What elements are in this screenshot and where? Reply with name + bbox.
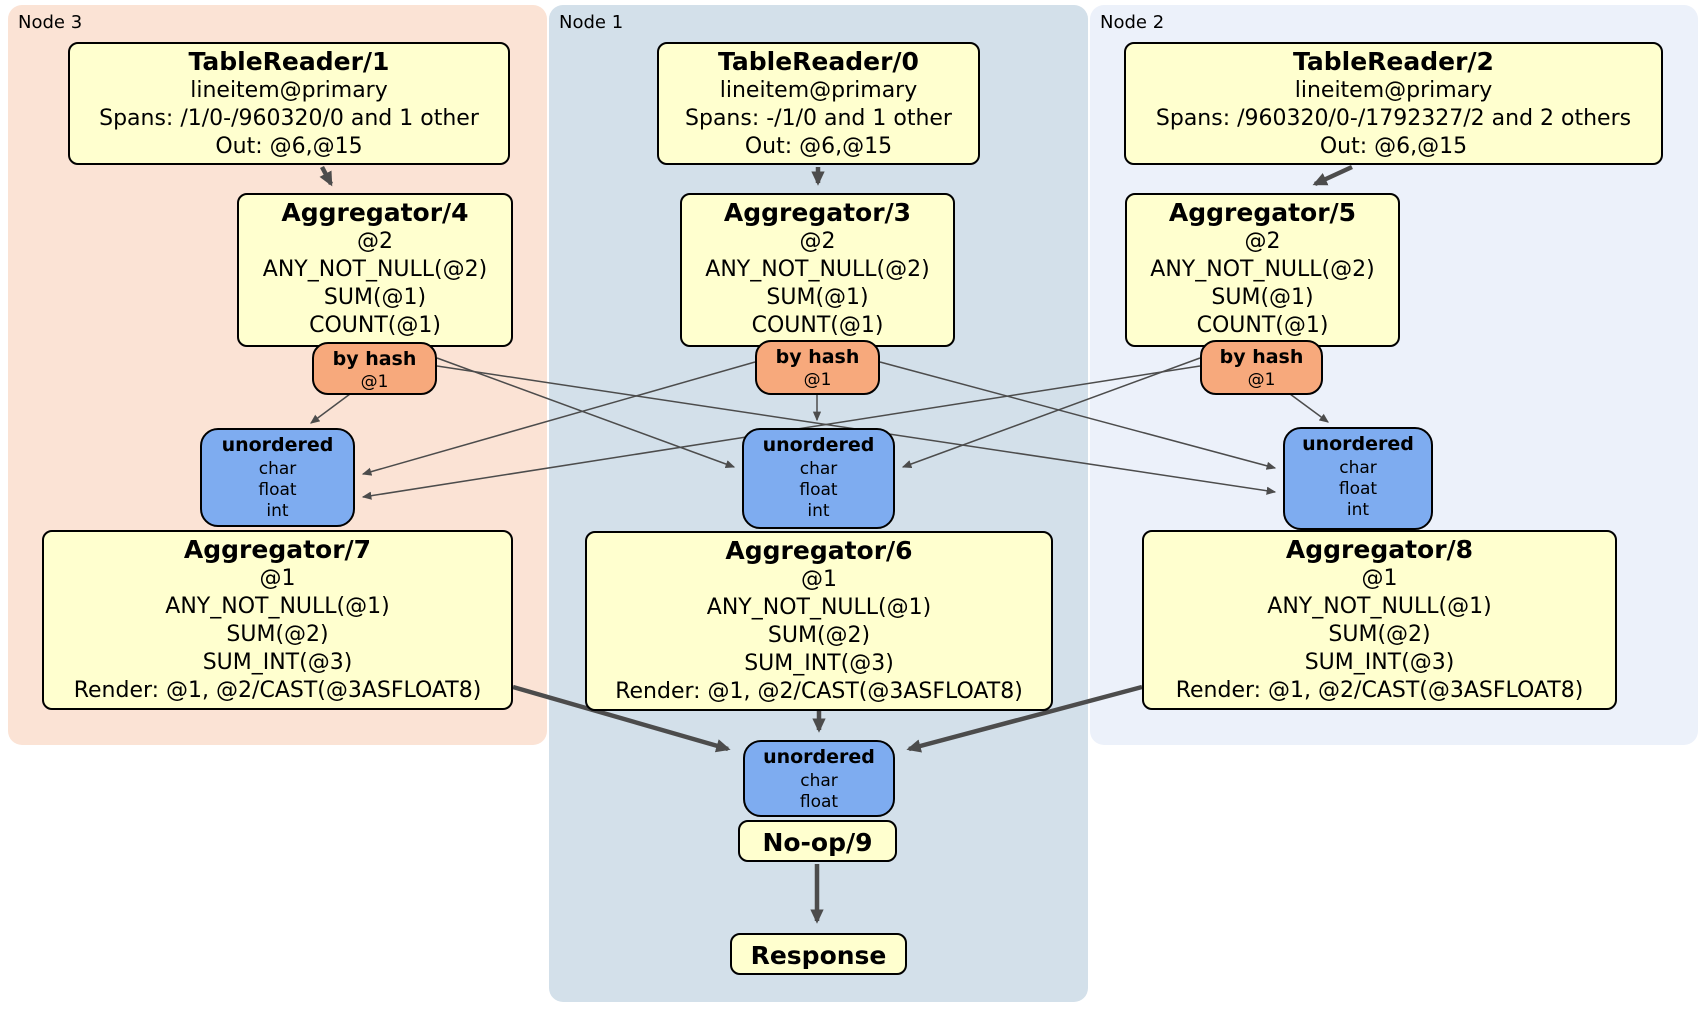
aggregator-6-box: Aggregator/6 @1 ANY_NOT_NULL(@1) SUM(@2)…	[585, 531, 1053, 711]
processor-title: Aggregator/6	[725, 536, 913, 565]
edge-byhash3-unordered1	[436, 357, 736, 468]
processor-title: Response	[750, 941, 887, 970]
sync-stream: char	[1339, 458, 1377, 478]
router-title: by hash	[1219, 346, 1304, 368]
processor-line: Render: @1, @2/CAST(@3ASFLOAT8)	[615, 679, 1023, 704]
byhash-router-node1: by hash @1	[755, 340, 880, 395]
sync-stream: char	[799, 459, 838, 479]
processor-line: @2	[357, 229, 393, 254]
processor-line: ANY_NOT_NULL(@1)	[165, 594, 390, 619]
sync-stream: float	[799, 792, 839, 812]
processor-line: ANY_NOT_NULL(@1)	[1267, 594, 1492, 619]
processor-line: lineitem@primary	[719, 78, 918, 103]
sync-stream: float	[799, 480, 838, 500]
processor-line: ANY_NOT_NULL(@2)	[262, 257, 488, 282]
sync-stream: float	[1338, 479, 1378, 499]
processor-line: Render: @1, @2/CAST(@3ASFLOAT8)	[73, 678, 482, 703]
unordered-sync-node3: unordered char float int	[200, 428, 355, 527]
edge-byhash2-unordered2	[1289, 393, 1329, 423]
edge-byhash3-unordered3	[310, 393, 351, 424]
unordered-sync-node1: unordered char float int	[742, 428, 895, 529]
processor-title: Aggregator/5	[1168, 198, 1357, 227]
processor-title: Aggregator/3	[723, 198, 912, 227]
processor-line: SUM(@1)	[766, 285, 869, 310]
node3-label: Node 3	[18, 12, 83, 33]
processor-line: Spans: /1/0-/960320/0 and 1 other	[99, 106, 479, 131]
tablereader-1-box: TableReader/1 lineitem@primary Spans: /1…	[68, 42, 510, 165]
edge-byhash1-unordered3	[361, 361, 756, 476]
edge-byhash1-unordered2	[879, 361, 1277, 470]
edge-byhash2-unordered1	[901, 357, 1201, 468]
processor-line: Out: @6,@15	[744, 134, 893, 159]
edge-tablereader1-aggregator4	[319, 165, 333, 187]
processor-line: SUM(@2)	[767, 623, 871, 648]
sync-title: unordered	[1302, 433, 1414, 455]
processor-line: @2	[799, 229, 836, 254]
processor-line: COUNT(@1)	[1196, 313, 1329, 338]
aggregator-8-box: Aggregator/8 @1 ANY_NOT_NULL(@1) SUM(@2)…	[1142, 530, 1617, 710]
processor-line: SUM(@2)	[1328, 622, 1431, 647]
processor-title: TableReader/1	[188, 47, 390, 76]
aggregator-3-box: Aggregator/3 @2 ANY_NOT_NULL(@2) SUM(@1)…	[680, 193, 955, 347]
processor-line: SUM(@2)	[226, 622, 329, 647]
processor-line: COUNT(@1)	[751, 313, 884, 338]
sync-stream: char	[258, 459, 297, 479]
router-detail: @1	[1247, 370, 1276, 390]
aggregator-4-box: Aggregator/4 @2 ANY_NOT_NULL(@2) SUM(@1)…	[237, 193, 513, 347]
processor-line: Out: @6,@15	[215, 134, 363, 159]
aggregator-7-box: Aggregator/7 @1 ANY_NOT_NULL(@1) SUM(@2)…	[42, 530, 513, 710]
processor-line: @1	[801, 567, 837, 592]
response-box: Response	[730, 933, 907, 975]
noop-9-box: No-op/9	[738, 820, 897, 862]
sync-title: unordered	[762, 434, 875, 456]
unordered-sync-node2: unordered char float int	[1283, 427, 1433, 530]
processor-title: Aggregator/7	[183, 535, 372, 564]
router-title: by hash	[775, 346, 860, 368]
processor-title: No-op/9	[762, 828, 873, 857]
processor-line: COUNT(@1)	[309, 313, 441, 338]
aggregator-5-box: Aggregator/5 @2 ANY_NOT_NULL(@2) SUM(@1)…	[1125, 193, 1400, 347]
unordered-sync-final: unordered char float	[743, 740, 895, 817]
processor-line: SUM(@1)	[1211, 285, 1314, 310]
node2-label: Node 2	[1100, 12, 1165, 33]
processor-line: ANY_NOT_NULL(@1)	[706, 595, 932, 620]
edge-tablereader2-aggregator5	[1312, 164, 1353, 187]
processor-line: ANY_NOT_NULL(@2)	[705, 257, 930, 282]
processor-line: Spans: /960320/0-/1792327/2 and 2 others	[1155, 106, 1632, 131]
tablereader-0-box: TableReader/0 lineitem@primary Spans: -/…	[657, 42, 980, 165]
edge-aggregator8-unordered-final	[906, 684, 1143, 753]
sync-title: unordered	[221, 434, 334, 456]
processor-line: Out: @6,@15	[1319, 134, 1468, 159]
edge-aggregator7-unordered-final	[512, 684, 731, 753]
sync-stream: char	[800, 771, 838, 791]
processor-line: SUM_INT(@3)	[744, 651, 894, 676]
processor-title: Aggregator/4	[281, 198, 469, 227]
processor-line: Spans: -/1/0 and 1 other	[685, 106, 952, 131]
sync-stream: float	[258, 480, 297, 500]
processor-line: @2	[1244, 229, 1281, 254]
processor-line: SUM_INT(@3)	[202, 650, 353, 675]
processor-line: @1	[259, 566, 296, 591]
router-detail: @1	[803, 370, 832, 390]
processor-title: Aggregator/8	[1285, 535, 1474, 564]
processor-title: TableReader/2	[1293, 47, 1494, 76]
byhash-router-node2: by hash @1	[1200, 340, 1323, 395]
byhash-router-node3: by hash @1	[312, 342, 437, 395]
processor-title: TableReader/0	[718, 47, 919, 76]
processor-line: Render: @1, @2/CAST(@3ASFLOAT8)	[1175, 678, 1584, 703]
processor-line: SUM(@1)	[323, 285, 427, 310]
router-detail: @1	[360, 372, 389, 392]
sync-stream: int	[266, 501, 289, 521]
node1-label: Node 1	[559, 12, 624, 33]
sync-title: unordered	[763, 746, 875, 768]
tablereader-2-box: TableReader/2 lineitem@primary Spans: /9…	[1124, 42, 1663, 165]
processor-line: lineitem@primary	[190, 78, 388, 103]
sync-stream: int	[1346, 500, 1370, 520]
processor-line: ANY_NOT_NULL(@2)	[1150, 257, 1375, 282]
processor-line: @1	[1361, 566, 1398, 591]
processor-line: lineitem@primary	[1294, 78, 1493, 103]
processor-line: SUM_INT(@3)	[1304, 650, 1455, 675]
router-title: by hash	[332, 348, 417, 370]
sync-stream: int	[807, 501, 830, 521]
